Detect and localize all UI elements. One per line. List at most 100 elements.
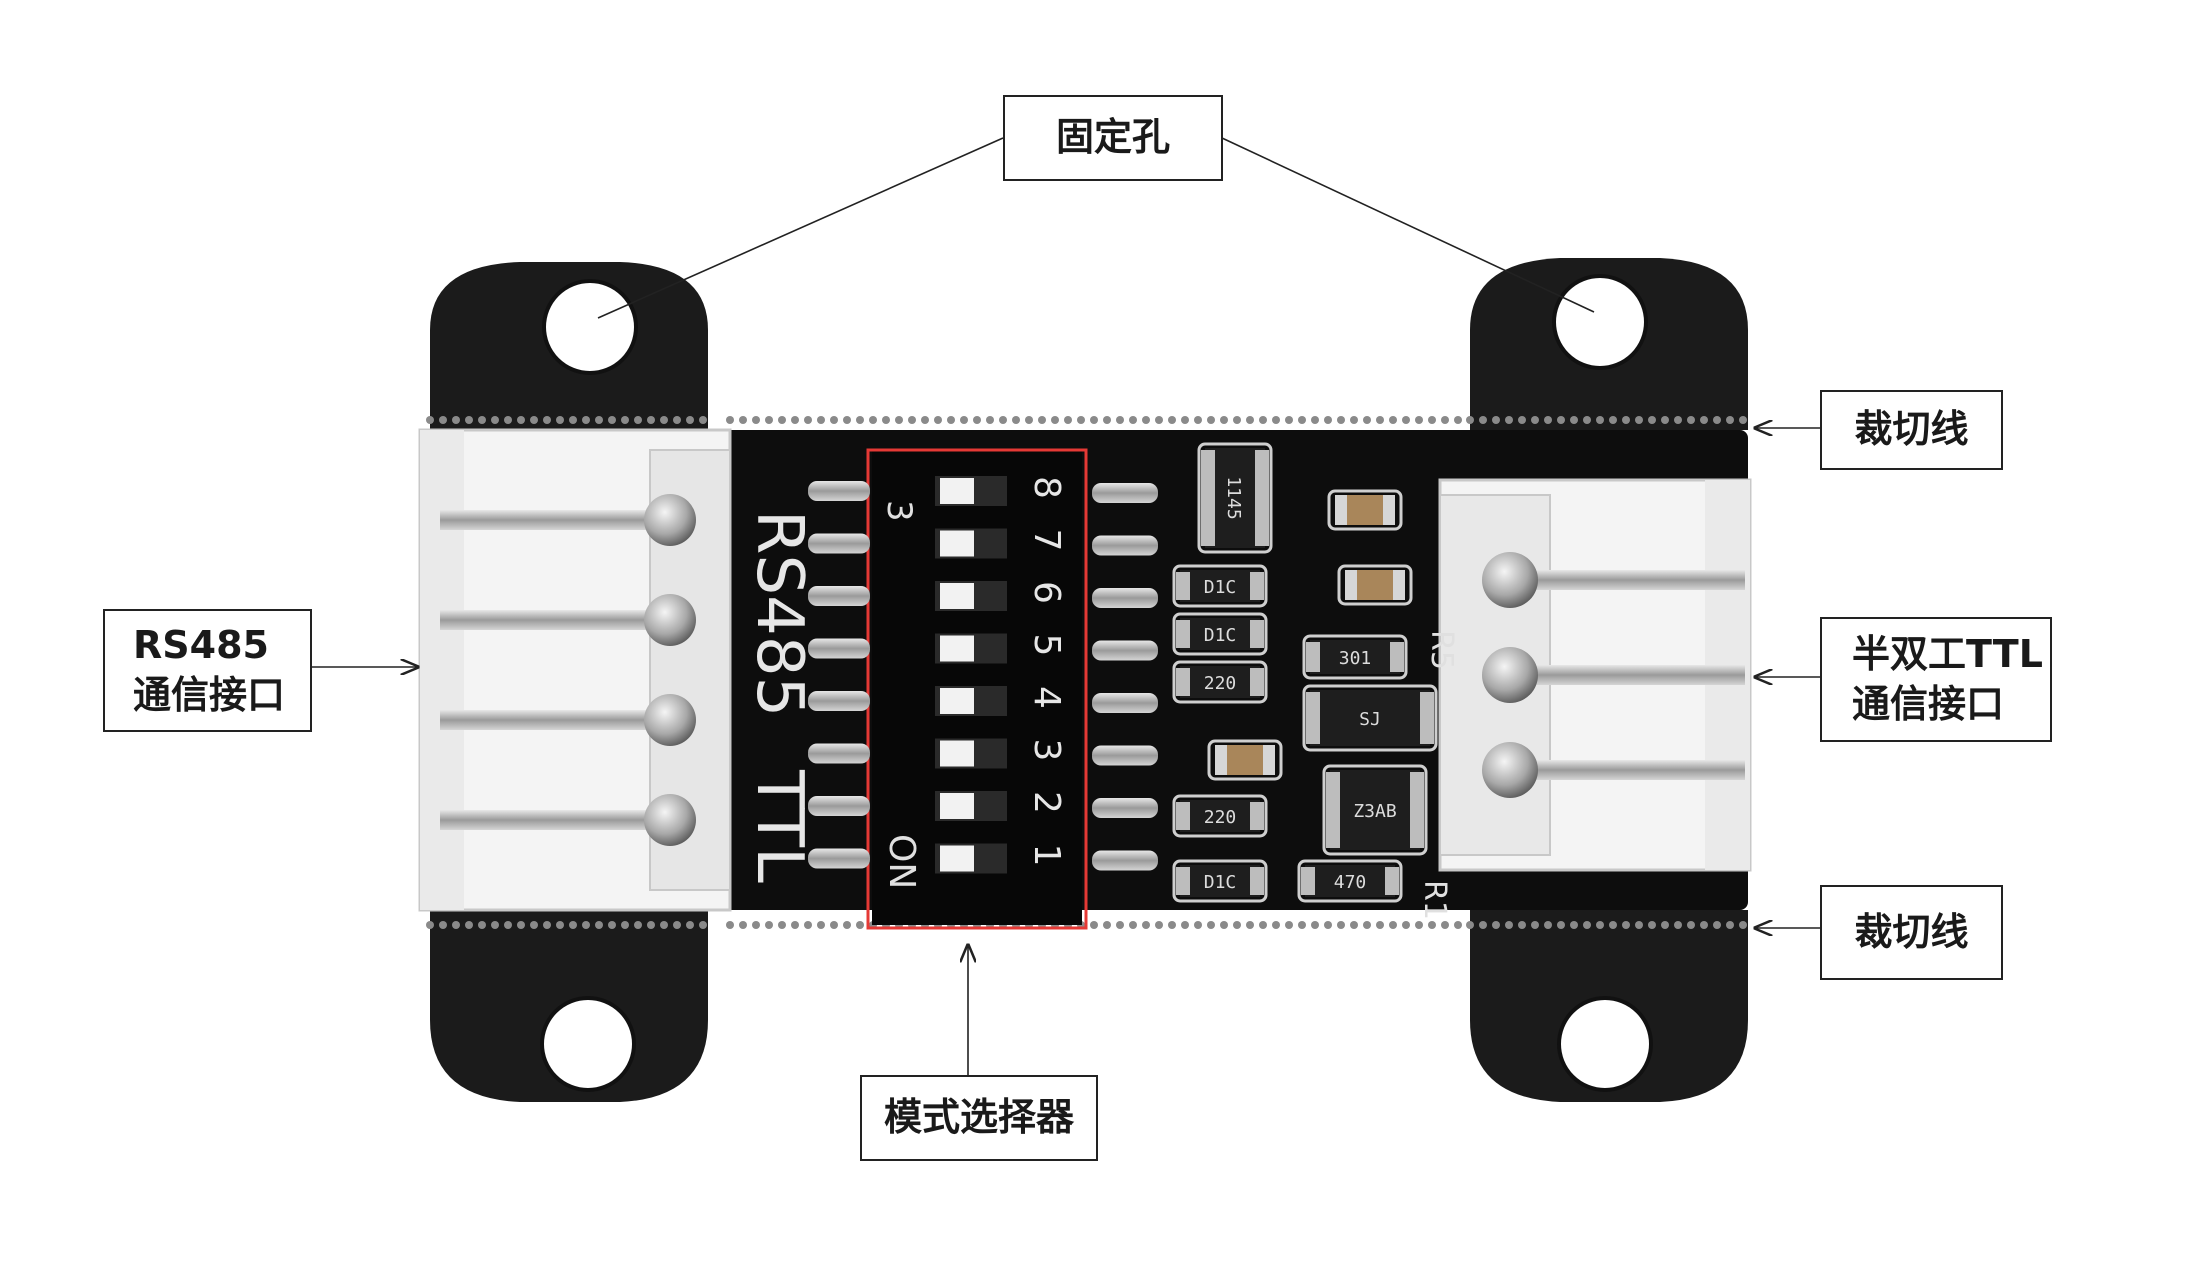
perforation-dot	[647, 416, 655, 424]
perforation-dot	[1454, 416, 1462, 424]
perforation-dot	[608, 416, 616, 424]
perforation-dot	[1622, 416, 1630, 424]
perforation-dot	[1376, 416, 1384, 424]
svg-text:R5: R5	[1424, 630, 1459, 670]
dip-number-2: 2	[1026, 791, 1067, 814]
dip-on-text: ON	[881, 834, 922, 889]
callout-cut-line-bottom-text: 裁切线	[1854, 909, 1969, 954]
dip-knob-7	[940, 530, 974, 557]
dip-pad-left-5	[808, 638, 870, 659]
dip-pad-right-2	[1092, 798, 1158, 818]
perforation-dot	[621, 416, 629, 424]
perforation-dot	[1687, 416, 1695, 424]
perforation-dot	[1116, 921, 1124, 929]
rs485-connector	[418, 428, 732, 912]
perforation-dot	[856, 921, 864, 929]
perforation-dot	[1609, 921, 1617, 929]
perforation-dot	[1441, 921, 1449, 929]
perforation-dot	[582, 416, 590, 424]
callout-rs485-port: RS485 通信接口	[103, 609, 312, 732]
perforation-dot	[843, 416, 851, 424]
perforation-dot	[660, 416, 668, 424]
dip-number-1: 1	[1026, 844, 1067, 867]
perforation-dot	[1285, 416, 1293, 424]
perforation-dot	[1246, 921, 1254, 929]
perforation-dot	[804, 921, 812, 929]
dip-top-text: 3	[879, 500, 919, 522]
perforation-dot	[543, 416, 551, 424]
perforation-dot	[1207, 921, 1215, 929]
perforation-dot	[778, 921, 786, 929]
perforation-dot	[556, 921, 564, 929]
perforation-dot	[856, 416, 864, 424]
perforation-dot	[426, 416, 434, 424]
perforation-dot	[1012, 416, 1020, 424]
perforation-dot	[1142, 921, 1150, 929]
dip-knob-2	[940, 793, 974, 819]
perforation-dot	[504, 921, 512, 929]
perforation-dot	[1259, 921, 1267, 929]
perforation-dot	[1337, 921, 1345, 929]
mounting-hole-bottom-left	[540, 996, 636, 1092]
callout-ttl-line1: 半双工TTL	[1852, 632, 2043, 677]
mounting-hole-top-left	[542, 279, 638, 375]
perforation-dot	[830, 416, 838, 424]
perforation-dot	[1415, 416, 1423, 424]
perforation-dot	[752, 921, 760, 929]
perforation-dot	[726, 416, 734, 424]
silk-r1: R1	[1417, 880, 1452, 920]
dip-pad-left-6	[808, 586, 870, 606]
perforation-dot	[739, 921, 747, 929]
perforation-dot	[1739, 921, 1747, 929]
perforation-dot	[1466, 921, 1474, 929]
component-cap-small-3	[1207, 739, 1283, 781]
component-cap-1: D1C	[1172, 564, 1268, 608]
perforation-dot	[791, 416, 799, 424]
perforation-dot	[908, 416, 916, 424]
perforation-dot	[673, 416, 681, 424]
perforation-dot	[1220, 416, 1228, 424]
perforation-dot	[1466, 416, 1474, 424]
perforation-dot	[1674, 416, 1682, 424]
dip-pad-left-7	[808, 533, 870, 554]
callout-mounting-hole: 固定孔	[1003, 95, 1223, 181]
dip-pad-right-4	[1092, 693, 1158, 713]
perforation-dot	[569, 921, 577, 929]
perforation-dot	[1596, 416, 1604, 424]
perforation-dot	[830, 921, 838, 929]
perforation-dot	[699, 416, 707, 424]
perforation-dot	[1428, 921, 1436, 929]
perforation-dot	[452, 416, 460, 424]
perforation-dot	[1272, 416, 1280, 424]
perforation-dot	[478, 921, 486, 929]
dip-number-6: 6	[1026, 581, 1067, 604]
perforation-dot	[1518, 416, 1526, 424]
perforation-dot	[791, 921, 799, 929]
ttl-pin-2	[1515, 665, 1745, 685]
perforation-dot	[647, 921, 655, 929]
dip-knob-6	[940, 583, 974, 609]
perforation-dot	[1518, 921, 1526, 929]
perforation-dot	[1635, 921, 1643, 929]
callout-cut-line-top-text: 裁切线	[1854, 407, 1969, 452]
mode-selector-highlight	[866, 448, 1088, 930]
perforation-dot	[1311, 921, 1319, 929]
svg-text:SJ: SJ	[1359, 709, 1381, 730]
perforation-dot	[1505, 416, 1513, 424]
leader-hole-right	[1221, 137, 1595, 313]
perforation-dot	[595, 921, 603, 929]
perforation-dot	[595, 416, 603, 424]
dip-number-3: 3	[1026, 739, 1067, 762]
callout-ttl-port: 半双工TTL 通信接口	[1820, 617, 2052, 742]
perforation-dot	[686, 921, 694, 929]
perforation-dot	[1220, 921, 1228, 929]
callout-mounting-hole-text: 固定孔	[1055, 115, 1170, 160]
perforation-dot	[1389, 416, 1397, 424]
leader-lines	[312, 137, 1820, 1075]
perforation-dot	[999, 416, 1007, 424]
perforation-dot	[973, 416, 981, 424]
perforation-dot	[1531, 921, 1539, 929]
perforation-dot	[1544, 921, 1552, 929]
